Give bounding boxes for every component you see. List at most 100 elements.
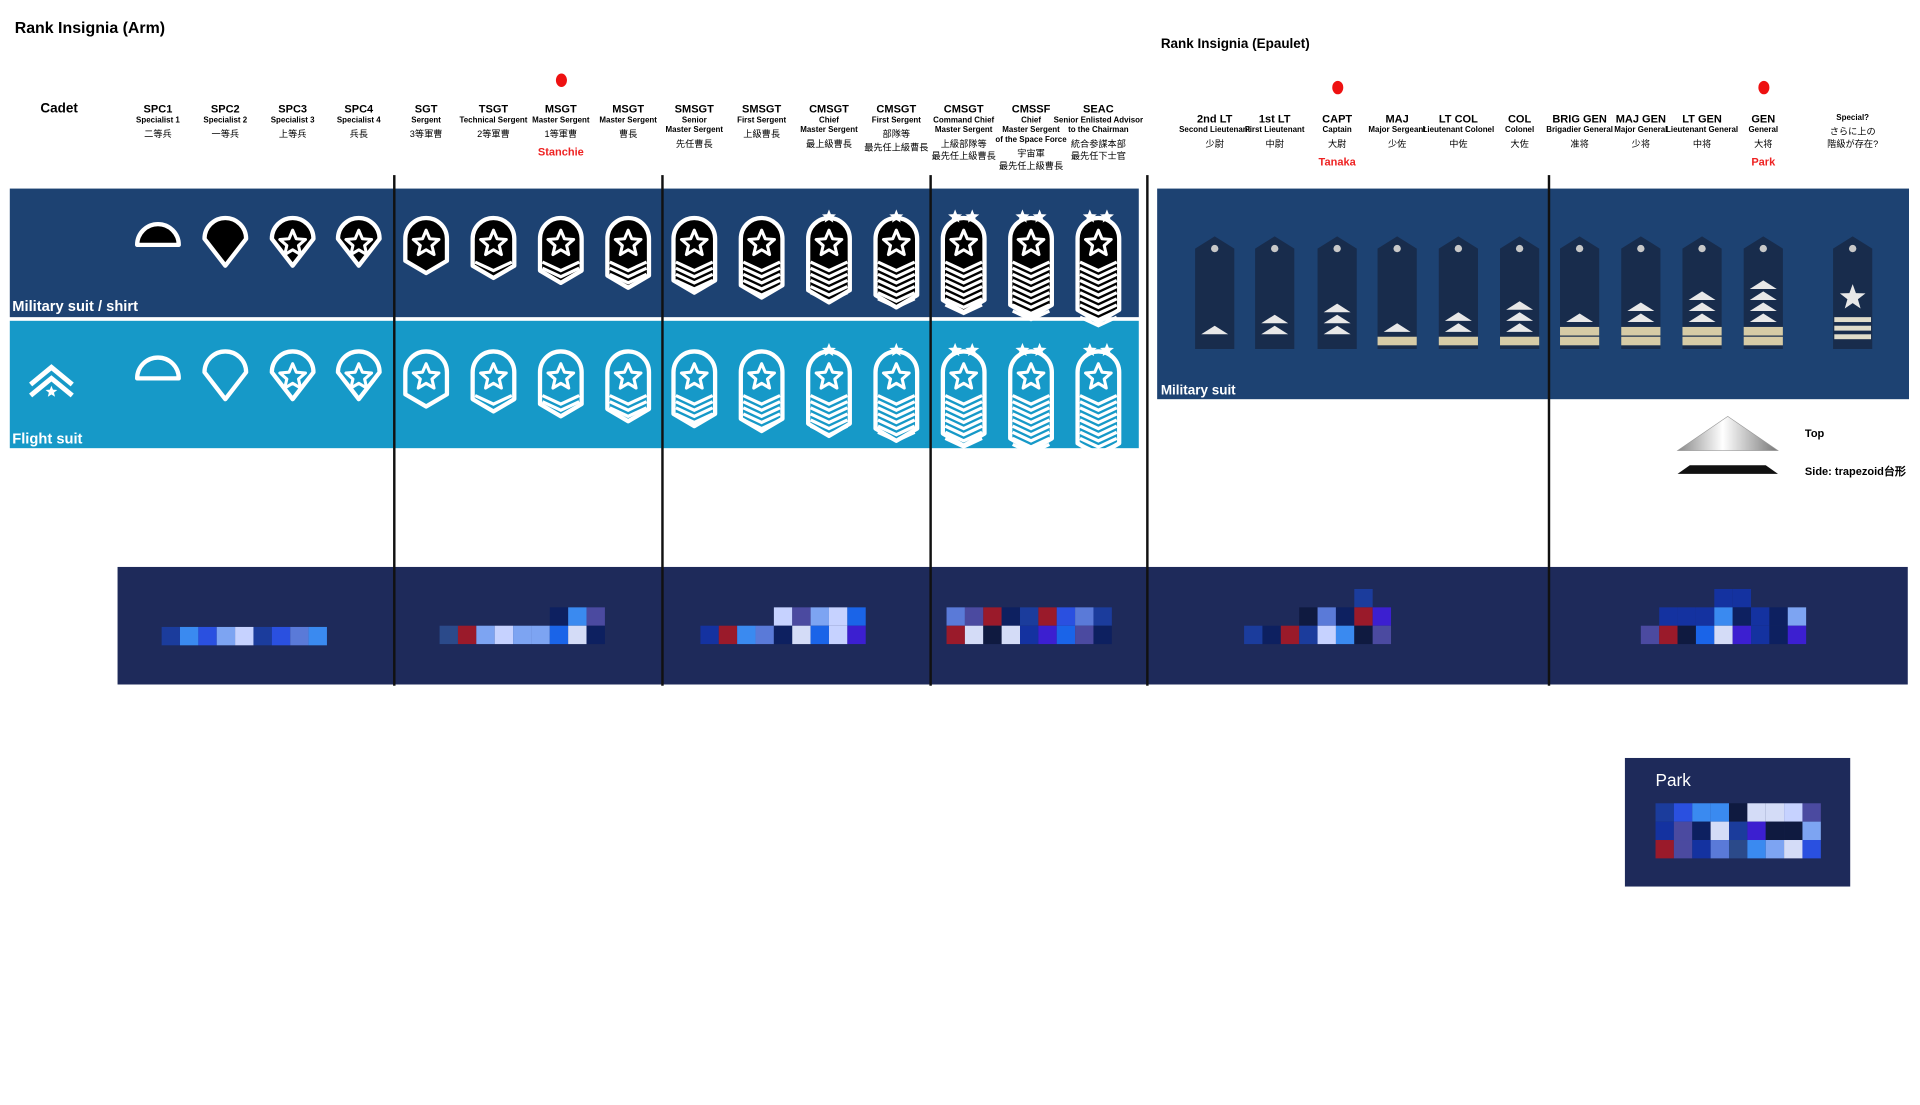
rank-name-en: Captain (1322, 126, 1352, 136)
pyramid-icon (1201, 325, 1229, 335)
mosaic-cell (1728, 821, 1748, 841)
chevron-icon (877, 400, 916, 412)
mosaic-cell (1732, 588, 1752, 608)
mosaic-cell (271, 626, 291, 646)
rank-abbr: SPC2 (210, 102, 240, 116)
mosaic-cell (1244, 607, 1262, 625)
rank-abbr: 2nd LT (1197, 112, 1233, 125)
pyramid-icon (1383, 323, 1411, 332)
mosaic-cell (1093, 625, 1112, 645)
chevron-icon (944, 406, 983, 419)
rank-name-en: Sergent (411, 116, 441, 126)
mosaic-cell (1001, 607, 1021, 626)
rank-name-en: Technical Sergent (459, 116, 528, 126)
rank-abbr: MAJ GEN (1615, 112, 1666, 125)
chevron-icon (944, 291, 983, 303)
chevron-icon (944, 297, 983, 310)
star-icon (679, 362, 709, 390)
member-name: Stanchie (537, 145, 584, 158)
star-icon (1032, 209, 1047, 223)
shield-chevron-icon (537, 349, 584, 419)
mosaic-cell (1038, 625, 1057, 645)
star-icon (479, 228, 508, 257)
marker-dot (555, 73, 567, 87)
mosaic-cell (180, 626, 199, 646)
mosaic-cell (494, 625, 514, 645)
mosaic-cell (1317, 607, 1336, 626)
rank-name-jp: 先任曹長 (675, 138, 713, 150)
rank-name-en: Specialist 3 (270, 116, 315, 126)
chevron-icon (1079, 436, 1118, 449)
chevron-icon (877, 285, 916, 297)
mosaic-cell (1020, 607, 1039, 626)
mosaic-cell (1769, 607, 1788, 626)
star-icon (1084, 362, 1113, 390)
mosaic-cell (568, 625, 587, 645)
chevron-icon (809, 418, 849, 431)
star-icon (344, 362, 374, 390)
chevron-icon (609, 272, 648, 285)
chevron-icon (29, 364, 74, 398)
star-icon (1082, 209, 1097, 223)
chevron-icon (877, 260, 916, 273)
shield-chevron-icon (1008, 342, 1054, 455)
mosaic-cell (1695, 625, 1715, 645)
chevron-icon (1011, 291, 1051, 303)
divider (929, 175, 932, 686)
mosaic-cell (1659, 589, 1677, 607)
pyramid-icon (1323, 325, 1351, 335)
mosaic-cell (1317, 625, 1336, 645)
mosaic-cell (700, 625, 719, 645)
mosaic-cell (495, 607, 513, 625)
cadet-header: Cadet (40, 101, 78, 117)
mosaic-cell (1335, 625, 1355, 645)
rank-name-jp: 1等軍曹 (544, 128, 578, 140)
mosaic-cell (439, 625, 458, 645)
chevron-icon (1079, 406, 1118, 419)
shield-chevron-icon (873, 209, 920, 310)
chevron-icon (1011, 430, 1051, 443)
star-icon (1839, 284, 1866, 309)
rank-name-jp: 二等兵 (144, 128, 172, 140)
star-icon (881, 362, 911, 390)
mosaic-cell (1299, 607, 1318, 626)
shield-chevron-icon (671, 215, 718, 295)
chevron-icon (809, 424, 849, 437)
pyramid-icon (1444, 323, 1472, 332)
chevron-icon (944, 400, 983, 412)
mosaic-cell (1769, 625, 1788, 645)
chevron-icon (1011, 285, 1051, 297)
mosaic-cell (1710, 821, 1729, 841)
member-name: Tanaka (1318, 154, 1356, 168)
mosaic-cell (1673, 840, 1693, 859)
mosaic-cell (1655, 821, 1674, 841)
chevron-icon (675, 272, 714, 285)
rank-name-jp: 大尉 (1327, 138, 1347, 150)
chevron-icon (809, 291, 849, 303)
mosaic-cell (810, 625, 829, 645)
mosaic-cell (773, 625, 793, 645)
rank-name-jp: 宇宙軍最先任上級曹長 (998, 147, 1064, 172)
chevron-icon (877, 412, 916, 425)
chevron-icon (809, 394, 849, 406)
mosaic-cell (458, 607, 476, 625)
mosaic-cell (1354, 588, 1373, 608)
pyramid-icon (1323, 303, 1351, 313)
rank-abbr: 1st LT (1258, 112, 1291, 125)
chevron-icon (1011, 412, 1051, 425)
chevron-icon (675, 406, 714, 419)
chevron-icon (742, 260, 781, 273)
pixel-mosaic (946, 607, 1112, 645)
shield-chevron-icon (403, 349, 450, 409)
star-icon (45, 385, 58, 397)
pyramid-icon (1749, 302, 1777, 312)
gold-bar (1621, 326, 1661, 336)
rank-name-jp: 中尉 (1265, 138, 1284, 150)
rank-abbr: SPC4 (344, 102, 374, 116)
shield-chevron-icon (269, 349, 316, 402)
mosaic-cell (531, 607, 549, 625)
divider (393, 175, 396, 686)
